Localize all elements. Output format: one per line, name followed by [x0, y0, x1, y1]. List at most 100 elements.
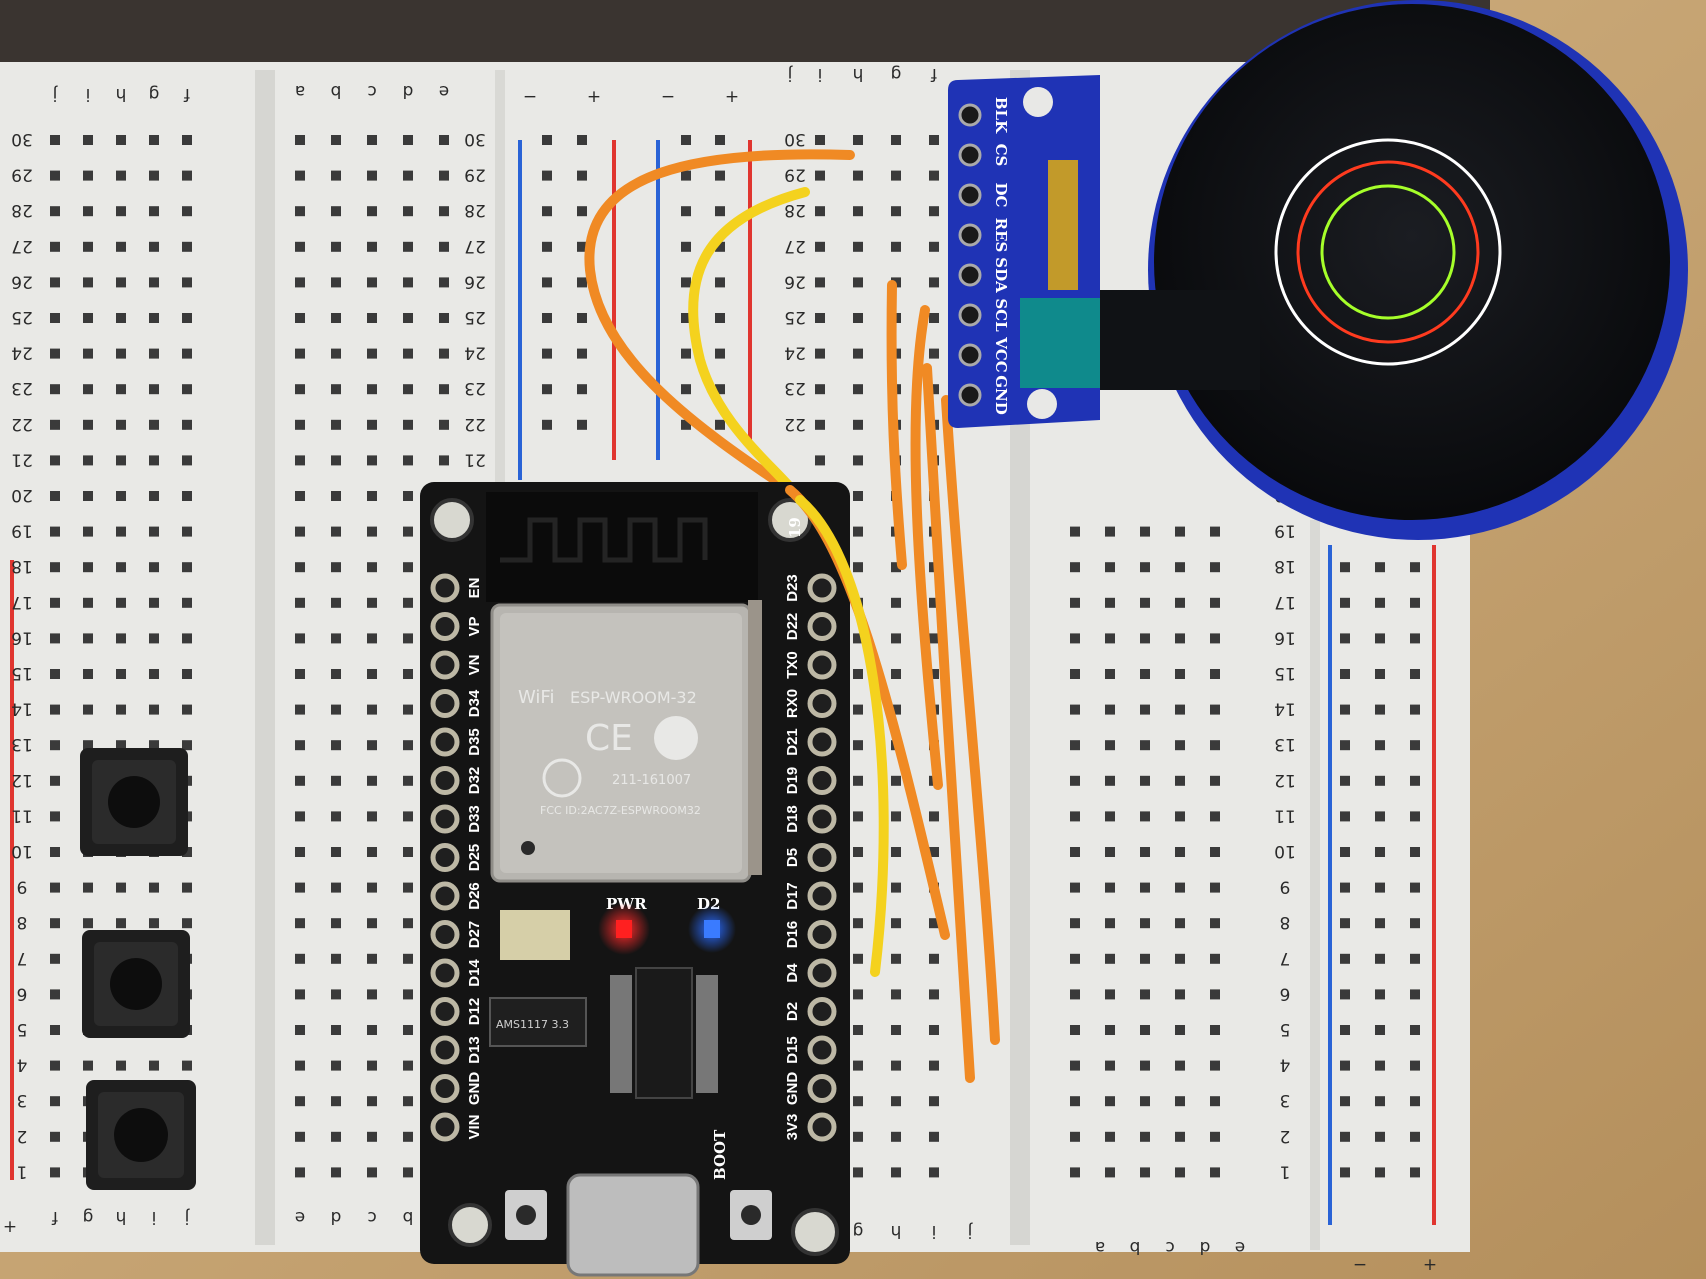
breadboard-hole: [853, 526, 863, 537]
esp32-pin-right: [807, 573, 837, 603]
breadboard-hole: [182, 526, 192, 537]
breadboard-hole: [815, 241, 825, 252]
boot-label: BOOT: [711, 1129, 729, 1180]
breadboard-hole: [439, 135, 449, 145]
breadboard-hole: [929, 313, 939, 323]
breadboard-hole: [1070, 704, 1080, 715]
esp32-pin-left: [430, 843, 460, 872]
breadboard-hole: [331, 669, 341, 679]
antenna-area: [486, 492, 758, 602]
usb-c-port[interactable]: [566, 1173, 700, 1277]
breadboard-hole: [50, 526, 60, 537]
column-letter-bottom: b: [1130, 1237, 1141, 1257]
breadboard-hole: [83, 135, 93, 145]
breadboard-hole: [83, 491, 93, 501]
breadboard-hole: [1340, 811, 1350, 822]
row-number-center: 26: [464, 271, 486, 291]
fcc-id-text: FCC ID:2AC7Z-ESPWROOM32: [540, 804, 701, 817]
column-letter-top: j: [788, 64, 794, 84]
push-button-1[interactable]: [80, 748, 188, 856]
breadboard-hole: [83, 170, 93, 181]
breadboard-hole: [295, 1096, 305, 1107]
breadboard-hole: [182, 491, 192, 501]
breadboard-hole: [891, 597, 901, 608]
breadboard-hole: [403, 455, 413, 466]
breadboard-hole: [295, 526, 305, 537]
breadboard-hole: [295, 419, 305, 430]
breadboard-hole: [331, 455, 341, 466]
breadboard-hole: [50, 135, 60, 145]
breadboard-hole: [367, 1096, 377, 1107]
breadboard-hole: [149, 562, 159, 573]
breadboard-hole: [853, 633, 863, 644]
column-letter-top: g: [149, 84, 160, 104]
breadboard-hole: [853, 491, 863, 501]
breadboard-hole: [929, 1096, 939, 1107]
breadboard-hole: [182, 170, 192, 181]
esp32-pin-right: [807, 920, 837, 949]
breadboard-hole: [116, 491, 126, 501]
mount-hole-bl: [448, 1203, 492, 1247]
breadboard-hole: [403, 170, 413, 181]
row-number-right: 5: [1280, 1019, 1291, 1039]
row-number-mid: 29: [784, 165, 806, 185]
breadboard-hole: [403, 1025, 413, 1035]
mount-hole-tl: [430, 498, 474, 542]
display-pin-label: GND: [992, 375, 1010, 415]
push-button-3[interactable]: [86, 1080, 196, 1190]
chip-pins-right: [696, 975, 718, 1093]
breadboard-hole: [715, 135, 725, 145]
row-number-left: 7: [17, 948, 28, 968]
breadboard-hole: [116, 704, 126, 715]
breadboard-hole: [715, 419, 725, 430]
breadboard-hole: [1140, 562, 1150, 573]
esp32-pin-left: [430, 766, 460, 795]
row-number-right: 14: [1274, 699, 1296, 719]
breadboard-hole: [50, 206, 60, 217]
breadboard-hole: [891, 562, 901, 573]
esp32-pin-label-left: GND: [466, 1072, 483, 1106]
breadboard-hole: [1340, 1025, 1350, 1035]
row-number-mid: 24: [784, 343, 806, 363]
row-number-left: 8: [17, 912, 28, 932]
module-castellation: [748, 600, 762, 875]
orange-wire-3: [922, 363, 975, 1083]
breadboard-hole: [1070, 562, 1080, 573]
display-lcd: [1154, 4, 1670, 520]
breadboard-hole: [1340, 562, 1350, 573]
breadboard-hole: [116, 419, 126, 430]
breadboard-hole: [1410, 989, 1420, 1000]
breadboard-hole: [403, 740, 413, 751]
breadboard-hole: [1105, 1167, 1115, 1178]
esp32-pin-label-right: D17: [784, 882, 801, 910]
breadboard-hole: [715, 277, 725, 288]
breadboard-hole: [1175, 526, 1185, 537]
breadboard-hole: [295, 597, 305, 608]
orange-wire-1: [886, 280, 907, 570]
breadboard-hole: [50, 740, 60, 751]
breadboard-hole: [50, 491, 60, 501]
column-letter-bottom: j: [185, 1207, 191, 1227]
breadboard-hole: [1340, 882, 1350, 893]
breadboard-hole: [331, 1131, 341, 1142]
row-number-left: 26: [11, 271, 33, 291]
breadboard-hole: [891, 241, 901, 252]
row-number-left: 5: [17, 1019, 28, 1039]
breadboard-hole: [853, 455, 863, 466]
breadboard-hole: [149, 135, 159, 145]
display-protective-tab: [1020, 298, 1100, 388]
espressif-logo-icon: [654, 716, 698, 760]
push-button-2[interactable]: [82, 930, 190, 1038]
breadboard-hole: [295, 241, 305, 252]
breadboard-hole: [149, 633, 159, 644]
esp32-pin-label-left: VN: [466, 655, 483, 676]
row-number-left: 16: [11, 627, 33, 647]
breadboard-hole: [1070, 811, 1080, 822]
breadboard-hole: [929, 277, 939, 288]
breadboard-hole: [853, 1096, 863, 1107]
esp32-pin-label-right: D19: [784, 767, 801, 795]
breadboard-hole: [853, 1025, 863, 1035]
esp32-pin-label-left: D33: [466, 805, 483, 833]
row-number-left: 2: [17, 1126, 28, 1146]
breadboard-hole: [1210, 989, 1220, 1000]
